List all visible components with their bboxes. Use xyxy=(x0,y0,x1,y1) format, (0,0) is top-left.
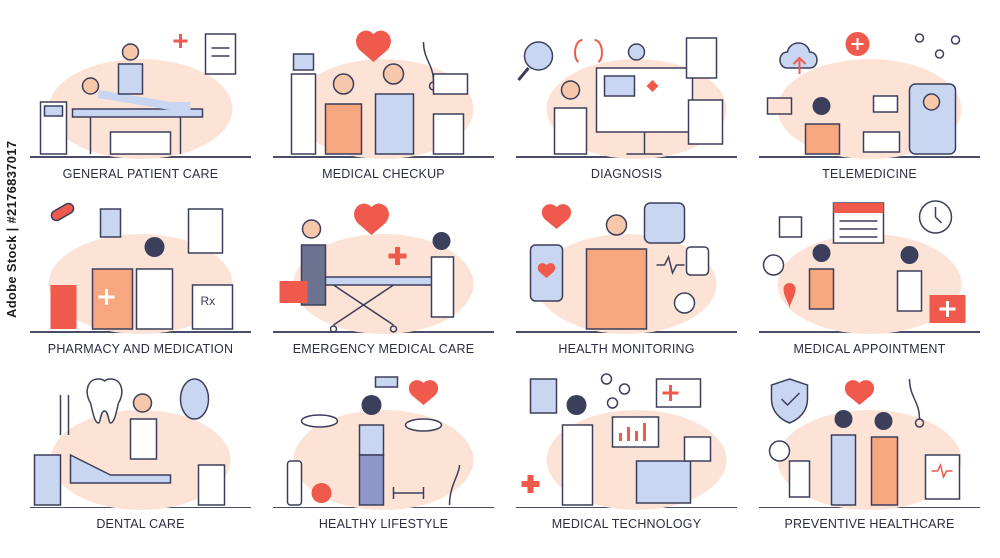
illustration-general-patient-care xyxy=(30,14,251,162)
tile-label: HEALTHY LIFESTYLE xyxy=(318,517,449,532)
illustration-healthy-lifestyle xyxy=(273,365,494,513)
tile-label: DIAGNOSIS xyxy=(590,166,663,181)
tile-health-monitoring[interactable]: HEALTH MONITORING xyxy=(516,189,737,358)
tile-telemedicine[interactable]: TELEMEDICINE xyxy=(759,14,980,183)
illustration-emergency-medical-care xyxy=(273,189,494,337)
heart-rate-icon xyxy=(656,255,685,276)
illustration-medical-technology xyxy=(516,365,737,513)
tile-pharmacy-medication[interactable]: Rx PHARMACY AND MEDICATION xyxy=(30,189,251,358)
illustration-grid: GENERAL PATIENT CARE MEDICAL CHECKUP xyxy=(30,14,980,534)
calendar-icon xyxy=(832,202,885,245)
tile-label: PREVENTIVE HEALTHCARE xyxy=(784,517,955,532)
tile-medical-checkup[interactable]: MEDICAL CHECKUP xyxy=(273,14,494,183)
tile-label: MEDICAL CHECKUP xyxy=(322,166,445,181)
tile-label: DENTAL CARE xyxy=(96,517,185,532)
magnifier-icon xyxy=(517,41,554,81)
tile-general-patient-care[interactable]: GENERAL PATIENT CARE xyxy=(30,14,251,183)
hospital-bed-icon xyxy=(71,108,204,155)
illustration-health-monitoring xyxy=(516,189,737,337)
tile-dental-care[interactable]: DENTAL CARE xyxy=(30,365,251,534)
tile-medical-technology[interactable]: MEDICAL TECHNOLOGY xyxy=(516,365,737,534)
svg-text:Rx: Rx xyxy=(201,294,216,308)
tile-emergency-medical-care[interactable]: EMERGENCY MEDICAL CARE xyxy=(273,189,494,358)
illustration-preventive-healthcare xyxy=(759,365,980,513)
tile-label: HEALTH MONITORING xyxy=(558,341,695,356)
chart-screen-icon xyxy=(611,415,660,448)
illustration-medical-checkup xyxy=(273,14,494,162)
tile-healthy-lifestyle[interactable]: HEALTHY LIFESTYLE xyxy=(273,365,494,534)
tile-diagnosis[interactable]: DIAGNOSIS xyxy=(516,14,737,183)
tile-label: MEDICAL APPOINTMENT xyxy=(793,341,946,356)
tooth-icon xyxy=(86,377,123,424)
tile-label: PHARMACY AND MEDICATION xyxy=(47,341,234,356)
cloud-upload-icon xyxy=(779,42,818,74)
illustration-dental-care xyxy=(30,365,251,513)
illustration-diagnosis xyxy=(516,14,737,162)
pill-icon xyxy=(50,203,75,222)
tile-label: MEDICAL TECHNOLOGY xyxy=(551,517,702,532)
tile-medical-appointment[interactable]: MEDICAL APPOINTMENT xyxy=(759,189,980,358)
illustration-pharmacy-medication: Rx xyxy=(30,189,251,337)
stock-watermark: Adobe Stock | #2176837017 xyxy=(4,140,19,318)
tile-label: GENERAL PATIENT CARE xyxy=(62,166,219,181)
tile-label: TELEMEDICINE xyxy=(822,166,917,181)
illustration-medical-appointment xyxy=(759,189,980,337)
illustration-telemedicine xyxy=(759,14,980,162)
shield-check-icon xyxy=(770,377,809,424)
tile-preventive-healthcare[interactable]: PREVENTIVE HEALTHCARE xyxy=(759,365,980,534)
apple-icon xyxy=(311,482,332,503)
tile-label: EMERGENCY MEDICAL CARE xyxy=(292,341,475,356)
